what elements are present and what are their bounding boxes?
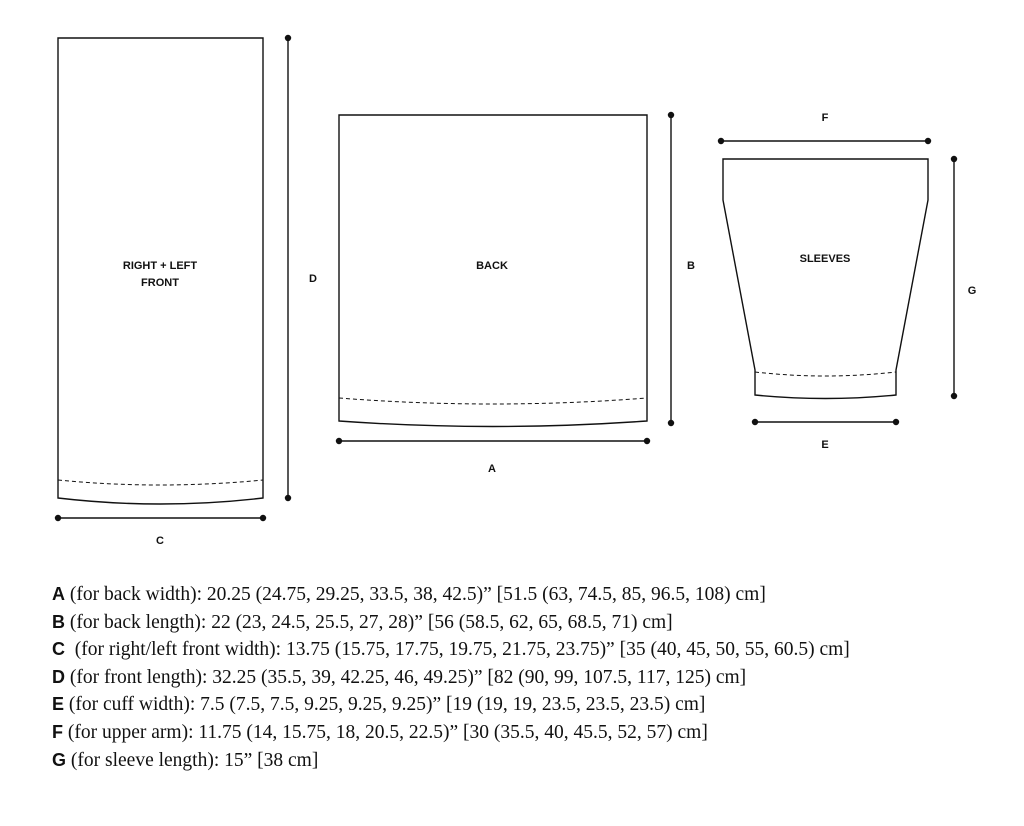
- dimension-f: [717, 137, 932, 145]
- measurement-key: F: [52, 721, 63, 742]
- measurement-key: C: [52, 639, 65, 660]
- dimension-d: [284, 34, 292, 502]
- measurement-key: G: [52, 749, 67, 770]
- front-label-line2: FRONT: [141, 277, 179, 289]
- measurement-row: B (for back length): 22 (23, 24.5, 25.5,…: [52, 609, 850, 637]
- measurement-text: (for cuff width): 7.5 (7.5, 7.5, 9.25, 9…: [64, 694, 706, 716]
- label-b: B: [687, 260, 695, 272]
- dimension-e: [751, 418, 900, 426]
- measurement-text: (for front length): 32.25 (35.5, 39, 42.…: [65, 666, 747, 688]
- measurement-row: A (for back width): 20.25 (24.75, 29.25,…: [52, 581, 850, 609]
- measurement-key: B: [52, 611, 65, 632]
- label-c: C: [156, 535, 164, 547]
- sleeve-outline: [722, 158, 929, 400]
- label-g: G: [968, 285, 977, 297]
- label-d: D: [309, 273, 317, 285]
- measurement-row: C (for right/left front width): 13.75 (1…: [52, 636, 850, 664]
- label-f: F: [822, 112, 829, 124]
- measurement-text: (for right/left front width): 13.75 (15.…: [65, 639, 850, 661]
- dimension-c: [54, 514, 267, 522]
- dimension-a: [335, 437, 651, 445]
- sleeves-label: SLEEVES: [800, 253, 851, 265]
- sleeve-cuff-line: [754, 371, 897, 377]
- measurement-text: (for back length): 22 (23, 24.5, 25.5, 2…: [65, 611, 673, 633]
- measurements-legend: A (for back width): 20.25 (24.75, 29.25,…: [52, 581, 850, 774]
- measurement-text: (for back width): 20.25 (24.75, 29.25, 3…: [65, 584, 766, 605]
- measurement-key: D: [52, 666, 65, 687]
- front-piece-outline: [57, 37, 264, 505]
- measurement-row: F (for upper arm): 11.75 (14, 15.75, 18,…: [52, 719, 850, 747]
- front-label: RIGHT + LEFT: [123, 260, 198, 272]
- front-ribbing-line: [57, 479, 264, 486]
- back-ribbing-line: [338, 397, 648, 405]
- measurement-row: D (for front length): 32.25 (35.5, 39, 4…: [52, 664, 850, 692]
- measurement-key: E: [52, 694, 65, 715]
- measurement-row: G (for sleeve length): 15” [38 cm]: [52, 747, 850, 775]
- back-label: BACK: [476, 260, 508, 272]
- measurement-text: (for sleeve length): 15” [38 cm]: [66, 749, 319, 771]
- dimension-b: [667, 111, 675, 427]
- label-e: E: [821, 439, 828, 451]
- measurement-key: A: [52, 584, 65, 604]
- back-piece-outline: [338, 114, 648, 428]
- label-a: A: [488, 463, 496, 475]
- measurement-row: E (for cuff width): 7.5 (7.5, 7.5, 9.25,…: [52, 691, 850, 719]
- measurement-text: (for upper arm): 11.75 (14, 15.75, 18, 2…: [63, 721, 708, 743]
- dimension-g: [950, 155, 958, 400]
